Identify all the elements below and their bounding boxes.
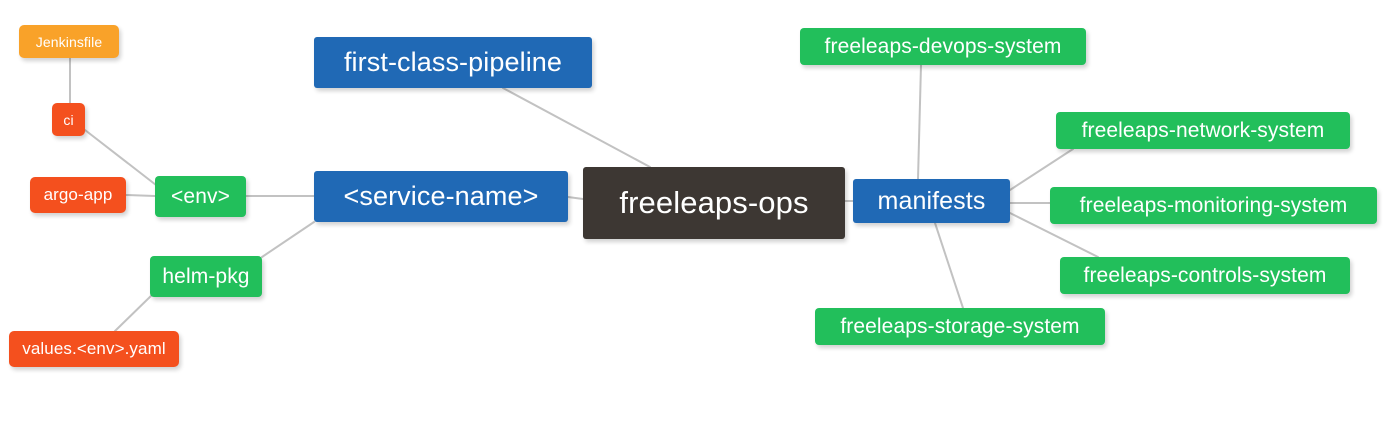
mindmap-node-freeleaps-monitoring-system[interactable]: freeleaps-monitoring-system bbox=[1050, 187, 1377, 224]
edge-manifests-to-freeleaps-network-system bbox=[1009, 148, 1074, 191]
edge-argo-app-to-env bbox=[125, 194, 156, 197]
mindmap-node-jenkinsfile[interactable]: Jenkinsfile bbox=[19, 25, 119, 58]
edge-service-name-to-helm-pkg bbox=[261, 221, 315, 258]
node-label-manifests: manifests bbox=[877, 186, 986, 215]
mindmap-node-first-class-pipeline[interactable]: first-class-pipeline bbox=[314, 37, 592, 88]
node-label-jenkinsfile: Jenkinsfile bbox=[35, 33, 103, 50]
mindmap-node-values-yaml[interactable]: values.<env>.yaml bbox=[9, 331, 179, 367]
node-label-service-name: <service-name> bbox=[343, 181, 539, 211]
edge-helm-pkg-to-values-yaml bbox=[114, 291, 156, 332]
node-label-freeleaps-storage-system: freeleaps-storage-system bbox=[840, 314, 1080, 338]
mindmap-node-freeleaps-ops[interactable]: freeleaps-ops bbox=[583, 167, 845, 239]
node-label-freeleaps-controls-system: freeleaps-controls-system bbox=[1083, 263, 1327, 287]
mindmap-node-helm-pkg[interactable]: helm-pkg bbox=[150, 256, 262, 297]
mindmap-node-argo-app[interactable]: argo-app bbox=[30, 177, 126, 213]
mindmap-node-freeleaps-devops-system[interactable]: freeleaps-devops-system bbox=[800, 28, 1086, 65]
mindmap-node-manifests[interactable]: manifests bbox=[853, 179, 1010, 223]
mindmap-node-freeleaps-network-system[interactable]: freeleaps-network-system bbox=[1056, 112, 1350, 149]
mindmap-node-env[interactable]: <env> bbox=[155, 176, 246, 217]
node-label-first-class-pipeline: first-class-pipeline bbox=[343, 47, 563, 77]
mindmap-node-freeleaps-storage-system[interactable]: freeleaps-storage-system bbox=[815, 308, 1105, 345]
node-label-env: <env> bbox=[171, 184, 230, 208]
node-label-argo-app: argo-app bbox=[43, 185, 113, 204]
edge-first-class-pipeline-to-freeleaps-ops bbox=[502, 87, 651, 168]
node-label-freeleaps-devops-system: freeleaps-devops-system bbox=[824, 34, 1062, 58]
node-label-helm-pkg: helm-pkg bbox=[162, 264, 250, 288]
mindmap-node-freeleaps-controls-system[interactable]: freeleaps-controls-system bbox=[1060, 257, 1350, 294]
edge-manifests-to-freeleaps-storage-system bbox=[934, 222, 964, 309]
edge-service-name-to-freeleaps-ops bbox=[567, 196, 584, 200]
edge-manifests-to-freeleaps-devops-system bbox=[917, 64, 922, 180]
node-label-values-yaml: values.<env>.yaml bbox=[22, 339, 166, 358]
node-label-freeleaps-network-system: freeleaps-network-system bbox=[1081, 118, 1325, 142]
mindmap-node-service-name[interactable]: <service-name> bbox=[314, 171, 568, 222]
node-label-freeleaps-monitoring-system: freeleaps-monitoring-system bbox=[1079, 193, 1348, 217]
mindmap-node-ci[interactable]: ci bbox=[52, 103, 85, 136]
node-label-freeleaps-ops: freeleaps-ops bbox=[619, 185, 809, 220]
node-label-ci: ci bbox=[63, 111, 74, 128]
